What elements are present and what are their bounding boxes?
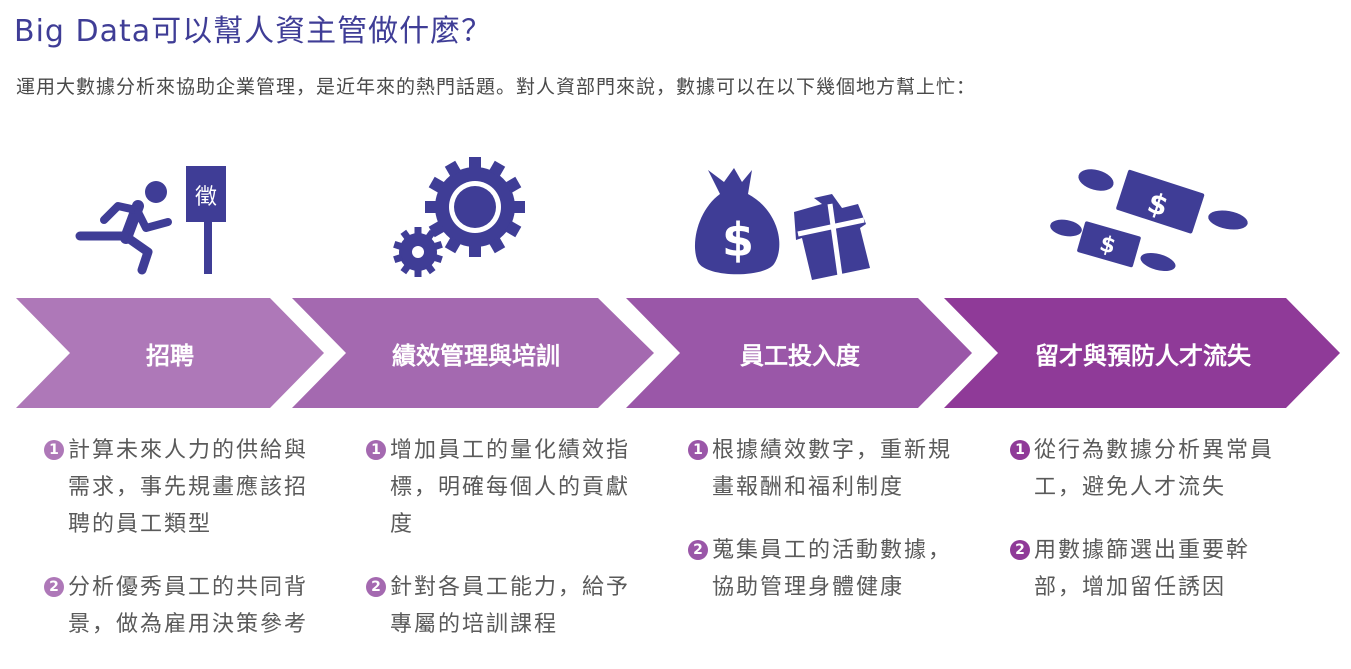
bill-symbol-small: $: [1097, 231, 1119, 259]
item-text: 計算未來人力的供給與需求，事先規畫應該招聘的員工類型: [68, 438, 309, 537]
list-item: 1 從行為數據分析異常員工，避免人才流失: [1010, 432, 1275, 506]
stage-arrow-recruit: [16, 298, 324, 408]
list-item: 1 根據績效數字，重新規畫報酬和福利制度: [688, 432, 953, 506]
process-arrows: [16, 298, 1340, 408]
list-item: 2 蒐集員工的活動數據，協助管理身體健康: [688, 532, 953, 606]
item-number-badge: 2: [366, 577, 386, 597]
running-person-to-sign-icon: 徵: [75, 166, 226, 275]
stage-details-performance: 1 增加員工的量化績效指標，明確每個人的貢獻度 2 針對各員工能力，給予專屬的培…: [366, 432, 631, 669]
item-text: 增加員工的量化績效指標，明確每個人的貢獻度: [390, 438, 631, 537]
stage-details-recruit: 1 計算未來人力的供給與需求，事先規畫應該招聘的員工類型 2 分析優秀員工的共同…: [44, 432, 309, 669]
stage-label: 員工投入度: [740, 342, 860, 370]
item-text: 從行為數據分析異常員工，避免人才流失: [1034, 438, 1275, 500]
stage-details-retention: 1 從行為數據分析異常員工，避免人才流失 2 用數據篩選出重要幹部，增加留任誘因: [1010, 432, 1275, 632]
item-number-badge: 1: [44, 440, 64, 460]
list-item: 2 針對各員工能力，給予專屬的培訓課程: [366, 569, 631, 643]
stage-arrow-engagement: [626, 298, 972, 408]
item-number-badge: 2: [688, 540, 708, 560]
list-item: 1 增加員工的量化績效指標，明確每個人的貢獻度: [366, 432, 631, 543]
flying-money-icon: $ $: [1050, 169, 1248, 272]
list-item: 2 用數據篩選出重要幹部，增加留任誘因: [1010, 532, 1275, 606]
gears-icon: [393, 157, 525, 277]
item-text: 蒐集員工的活動數據，協助管理身體健康: [712, 538, 953, 600]
item-number-badge: 1: [366, 440, 386, 460]
stage-label: 招聘: [146, 342, 194, 370]
page-title: Big Data可以幫人資主管做什麼？: [14, 14, 493, 49]
money-bag-symbol: $: [722, 213, 754, 267]
item-text: 分析優秀員工的共同背景，做為雇用決策參考: [68, 575, 309, 637]
stage-arrow-retention: [944, 298, 1340, 408]
list-item: 2 分析優秀員工的共同背景，做為雇用決策參考: [44, 569, 309, 643]
sign-text: 徵: [195, 185, 217, 210]
list-item: 1 計算未來人力的供給與需求，事先規畫應該招聘的員工類型: [44, 432, 309, 543]
item-text: 根據績效數字，重新規畫報酬和福利制度: [712, 438, 953, 500]
money-bag-and-gift-icon: $: [694, 168, 870, 280]
item-number-badge: 2: [44, 577, 64, 597]
page-subtitle: 運用大數據分析來協助企業管理，是近年來的熱門話題。對人資部門來說，數據可以在以下…: [16, 76, 977, 98]
item-number-badge: 1: [688, 440, 708, 460]
stage-details-engagement: 1 根據績效數字，重新規畫報酬和福利制度 2 蒐集員工的活動數據，協助管理身體健…: [688, 432, 953, 632]
stage-arrow-performance: [292, 298, 654, 408]
stage-label: 留才與預防人才流失: [1035, 342, 1251, 370]
item-text: 針對各員工能力，給予專屬的培訓課程: [390, 575, 631, 637]
item-number-badge: 2: [1010, 540, 1030, 560]
item-text: 用數據篩選出重要幹部，增加留任誘因: [1034, 538, 1251, 600]
stage-label: 績效管理與培訓: [392, 342, 560, 370]
item-number-badge: 1: [1010, 440, 1030, 460]
